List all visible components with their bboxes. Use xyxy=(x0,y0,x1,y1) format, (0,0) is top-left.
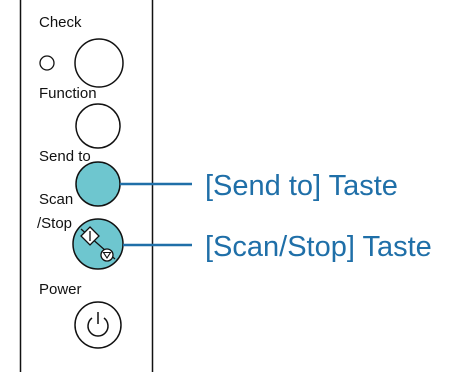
send-to-callout-label: [Send to] Taste xyxy=(205,170,398,202)
scan-stop-icon xyxy=(80,226,116,262)
scan-stop-button[interactable] xyxy=(72,218,124,270)
function-label: Function xyxy=(39,85,97,102)
send-to-button[interactable] xyxy=(75,161,121,207)
stop-label: /Stop xyxy=(37,215,72,232)
power-button[interactable] xyxy=(74,301,122,349)
scan-stop-callout-label: [Scan/Stop] Taste xyxy=(205,231,432,263)
power-label: Power xyxy=(39,281,82,298)
power-icon xyxy=(87,312,109,337)
check-label: Check xyxy=(39,14,82,31)
check-lamp-icon xyxy=(39,55,55,71)
scan-label: Scan xyxy=(39,191,73,208)
send-to-label: Send to xyxy=(39,148,91,165)
function-button[interactable] xyxy=(75,103,121,149)
check-button[interactable] xyxy=(74,38,124,88)
